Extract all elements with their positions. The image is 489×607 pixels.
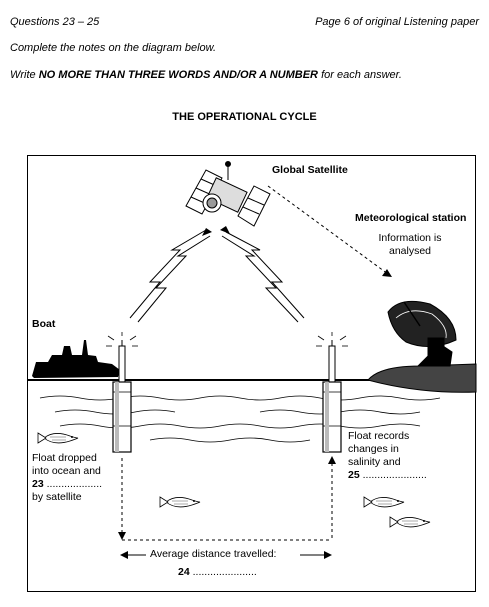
- instruction-word-limit: NO MORE THAN THREE WORDS AND/OR A NUMBER: [38, 69, 319, 81]
- page-reference: Page 6 of original Listening paper: [315, 16, 479, 28]
- station-note-line-2: analysed: [388, 245, 432, 257]
- question-24-blank[interactable]: ......................: [192, 566, 257, 578]
- boat-label: Boat: [32, 318, 56, 330]
- satellite-to-station-arrow: [267, 185, 392, 277]
- question-23-number: 23: [32, 478, 44, 490]
- signal-zigzags: [129, 229, 305, 323]
- left-note-line-1: Float dropped: [32, 452, 97, 464]
- question-24-line: 24 ......................: [178, 566, 257, 579]
- question-24-number: 24: [178, 566, 190, 578]
- left-float-descent-arrow: [118, 458, 126, 540]
- fish-icon-3: [363, 496, 405, 508]
- instruction-line-2: Write NO MORE THAN THREE WORDS AND/OR A …: [10, 69, 402, 81]
- right-note-line-3: salinity and: [348, 456, 401, 468]
- satellite-graphic: [185, 161, 271, 227]
- distance-arrow-right: [300, 551, 332, 559]
- station-label: Meteorological station: [355, 212, 467, 224]
- left-float-note: Float dropped into ocean and 23 ........…: [32, 452, 116, 504]
- diagram-title: THE OPERATIONAL CYCLE: [172, 111, 317, 123]
- instruction-line-1: Complete the notes on the diagram below.: [10, 42, 217, 54]
- boat-silhouette: [32, 340, 120, 378]
- instruction-prefix: Write: [10, 69, 39, 81]
- left-float: [106, 332, 138, 453]
- fish-icon-1: [37, 432, 79, 444]
- questions-range: Questions 23 – 25: [10, 16, 100, 28]
- fish-icon-4: [389, 516, 431, 528]
- question-25-number: 25: [348, 469, 360, 481]
- question-25-blank[interactable]: ......................: [362, 469, 427, 481]
- question-25-line: 25 ......................: [348, 469, 468, 482]
- distance-arrow-left: [120, 551, 146, 559]
- fish-icon-2: [159, 496, 201, 508]
- instruction-suffix: for each answer.: [318, 69, 402, 81]
- right-float: [316, 332, 348, 453]
- satellite-label: Global Satellite: [272, 164, 348, 176]
- right-float-note: Float records changes in salinity and 25…: [348, 430, 468, 482]
- left-note-line-4: by satellite: [32, 491, 82, 503]
- left-note-line-2: into ocean and: [32, 465, 101, 477]
- distance-label: Average distance travelled:: [150, 548, 277, 560]
- question-23-blank[interactable]: ...................: [46, 478, 103, 490]
- station-note-line-1: Information is: [378, 232, 442, 244]
- right-note-line-2: changes in: [348, 443, 399, 455]
- right-signal-arrowhead: [220, 226, 230, 234]
- question-23-line: 23 ...................: [32, 478, 116, 491]
- right-float-ascent-arrow: [328, 456, 336, 538]
- right-note-line-1: Float records: [348, 430, 410, 442]
- left-signal-arrowhead: [202, 228, 212, 236]
- satellite-dish: [387, 300, 457, 367]
- land-mass: [367, 363, 477, 393]
- station-note: Information is analysed: [362, 232, 458, 258]
